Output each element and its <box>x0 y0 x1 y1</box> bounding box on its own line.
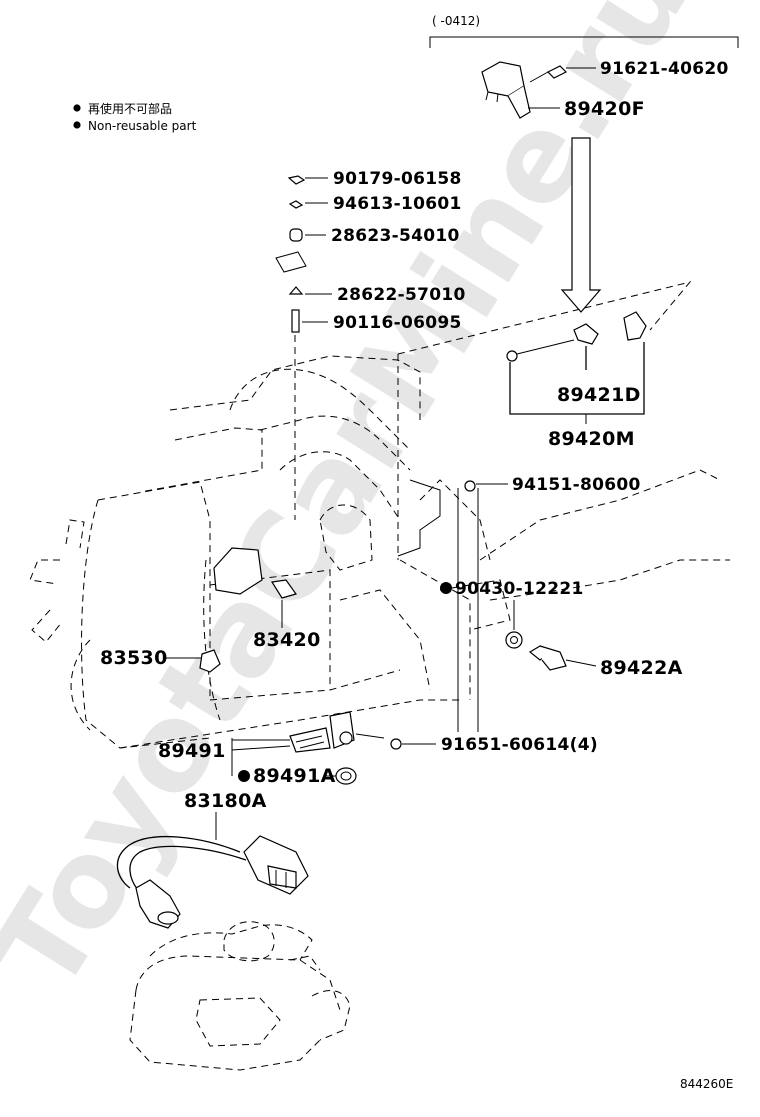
part-number-94151-80600[interactable]: 94151-80600 <box>512 475 641 495</box>
sensor-89491-drawing <box>289 711 402 753</box>
engine-block-outline <box>81 355 730 749</box>
part-number-90430-12221[interactable]: 90430-12221 <box>455 579 584 599</box>
fan-drawing <box>29 519 91 731</box>
part-number-89420F[interactable]: 89420F <box>564 98 645 120</box>
hardware-stack <box>275 175 307 520</box>
legend: 再使用不可部品 Non-reusable part <box>73 101 197 133</box>
part-number-91651-60614[interactable]: 91651-60614(4) <box>441 735 598 755</box>
part-number-94613-10601[interactable]: 94613-10601 <box>333 194 462 214</box>
part-number-83530[interactable]: 83530 <box>100 647 168 669</box>
part-number-89420M[interactable]: 89420M <box>548 428 635 450</box>
non-reusable-dot-icon <box>73 104 81 112</box>
gasket-90430-drawing <box>505 631 523 649</box>
part-number-90179-06158[interactable]: 90179-06158 <box>333 169 462 189</box>
non-reusable-dot-icon <box>238 770 250 782</box>
non-reusable-dot-icon <box>73 121 81 129</box>
part-number-89421D[interactable]: 89421D <box>557 384 641 406</box>
sensor-89420F-drawing <box>481 61 568 119</box>
part-number-91621-40620[interactable]: 91621-40620 <box>600 59 729 79</box>
sensor-89422A-drawing <box>528 645 597 671</box>
date-range-label: ( -0412) <box>432 14 480 28</box>
bracket-plate-drawing <box>397 479 441 557</box>
part-number-89491A[interactable]: 89491A <box>253 765 336 787</box>
bracket-89420M <box>509 342 645 415</box>
bracket-assembly-drawing <box>397 281 692 560</box>
part-number-89422A[interactable]: 89422A <box>600 657 683 679</box>
part-number-83420[interactable]: 83420 <box>253 629 321 651</box>
nut-94151-drawing <box>464 480 476 492</box>
legend-japanese: 再使用不可部品 <box>88 101 172 116</box>
part-number-90116-06095[interactable]: 90116-06095 <box>333 313 462 333</box>
watermark: ToyotaCarMine.ru <box>0 0 717 1015</box>
down-arrow-icon <box>560 137 602 313</box>
switch-83180A-drawing <box>116 835 309 929</box>
watermark-text: ToyotaCarMine.ru <box>0 0 717 1015</box>
non-reusable-dot-icon <box>440 582 452 594</box>
legend-english: Non-reusable part <box>88 119 197 133</box>
part-number-28623-54010[interactable]: 28623-54010 <box>331 226 460 246</box>
part-number-83180A[interactable]: 83180A <box>184 790 267 812</box>
sender-83420-drawing <box>213 547 297 599</box>
switch-83530-drawing <box>199 649 221 673</box>
transmission-outline <box>129 921 351 1071</box>
part-number-89491[interactable]: 89491 <box>158 740 226 762</box>
o-ring-89491A-drawing <box>335 767 357 785</box>
date-range-bracket <box>429 36 739 48</box>
figure-code: 844260E <box>680 1077 733 1091</box>
leader-89491 <box>231 738 291 776</box>
part-number-28622-57010[interactable]: 28622-57010 <box>337 285 466 305</box>
